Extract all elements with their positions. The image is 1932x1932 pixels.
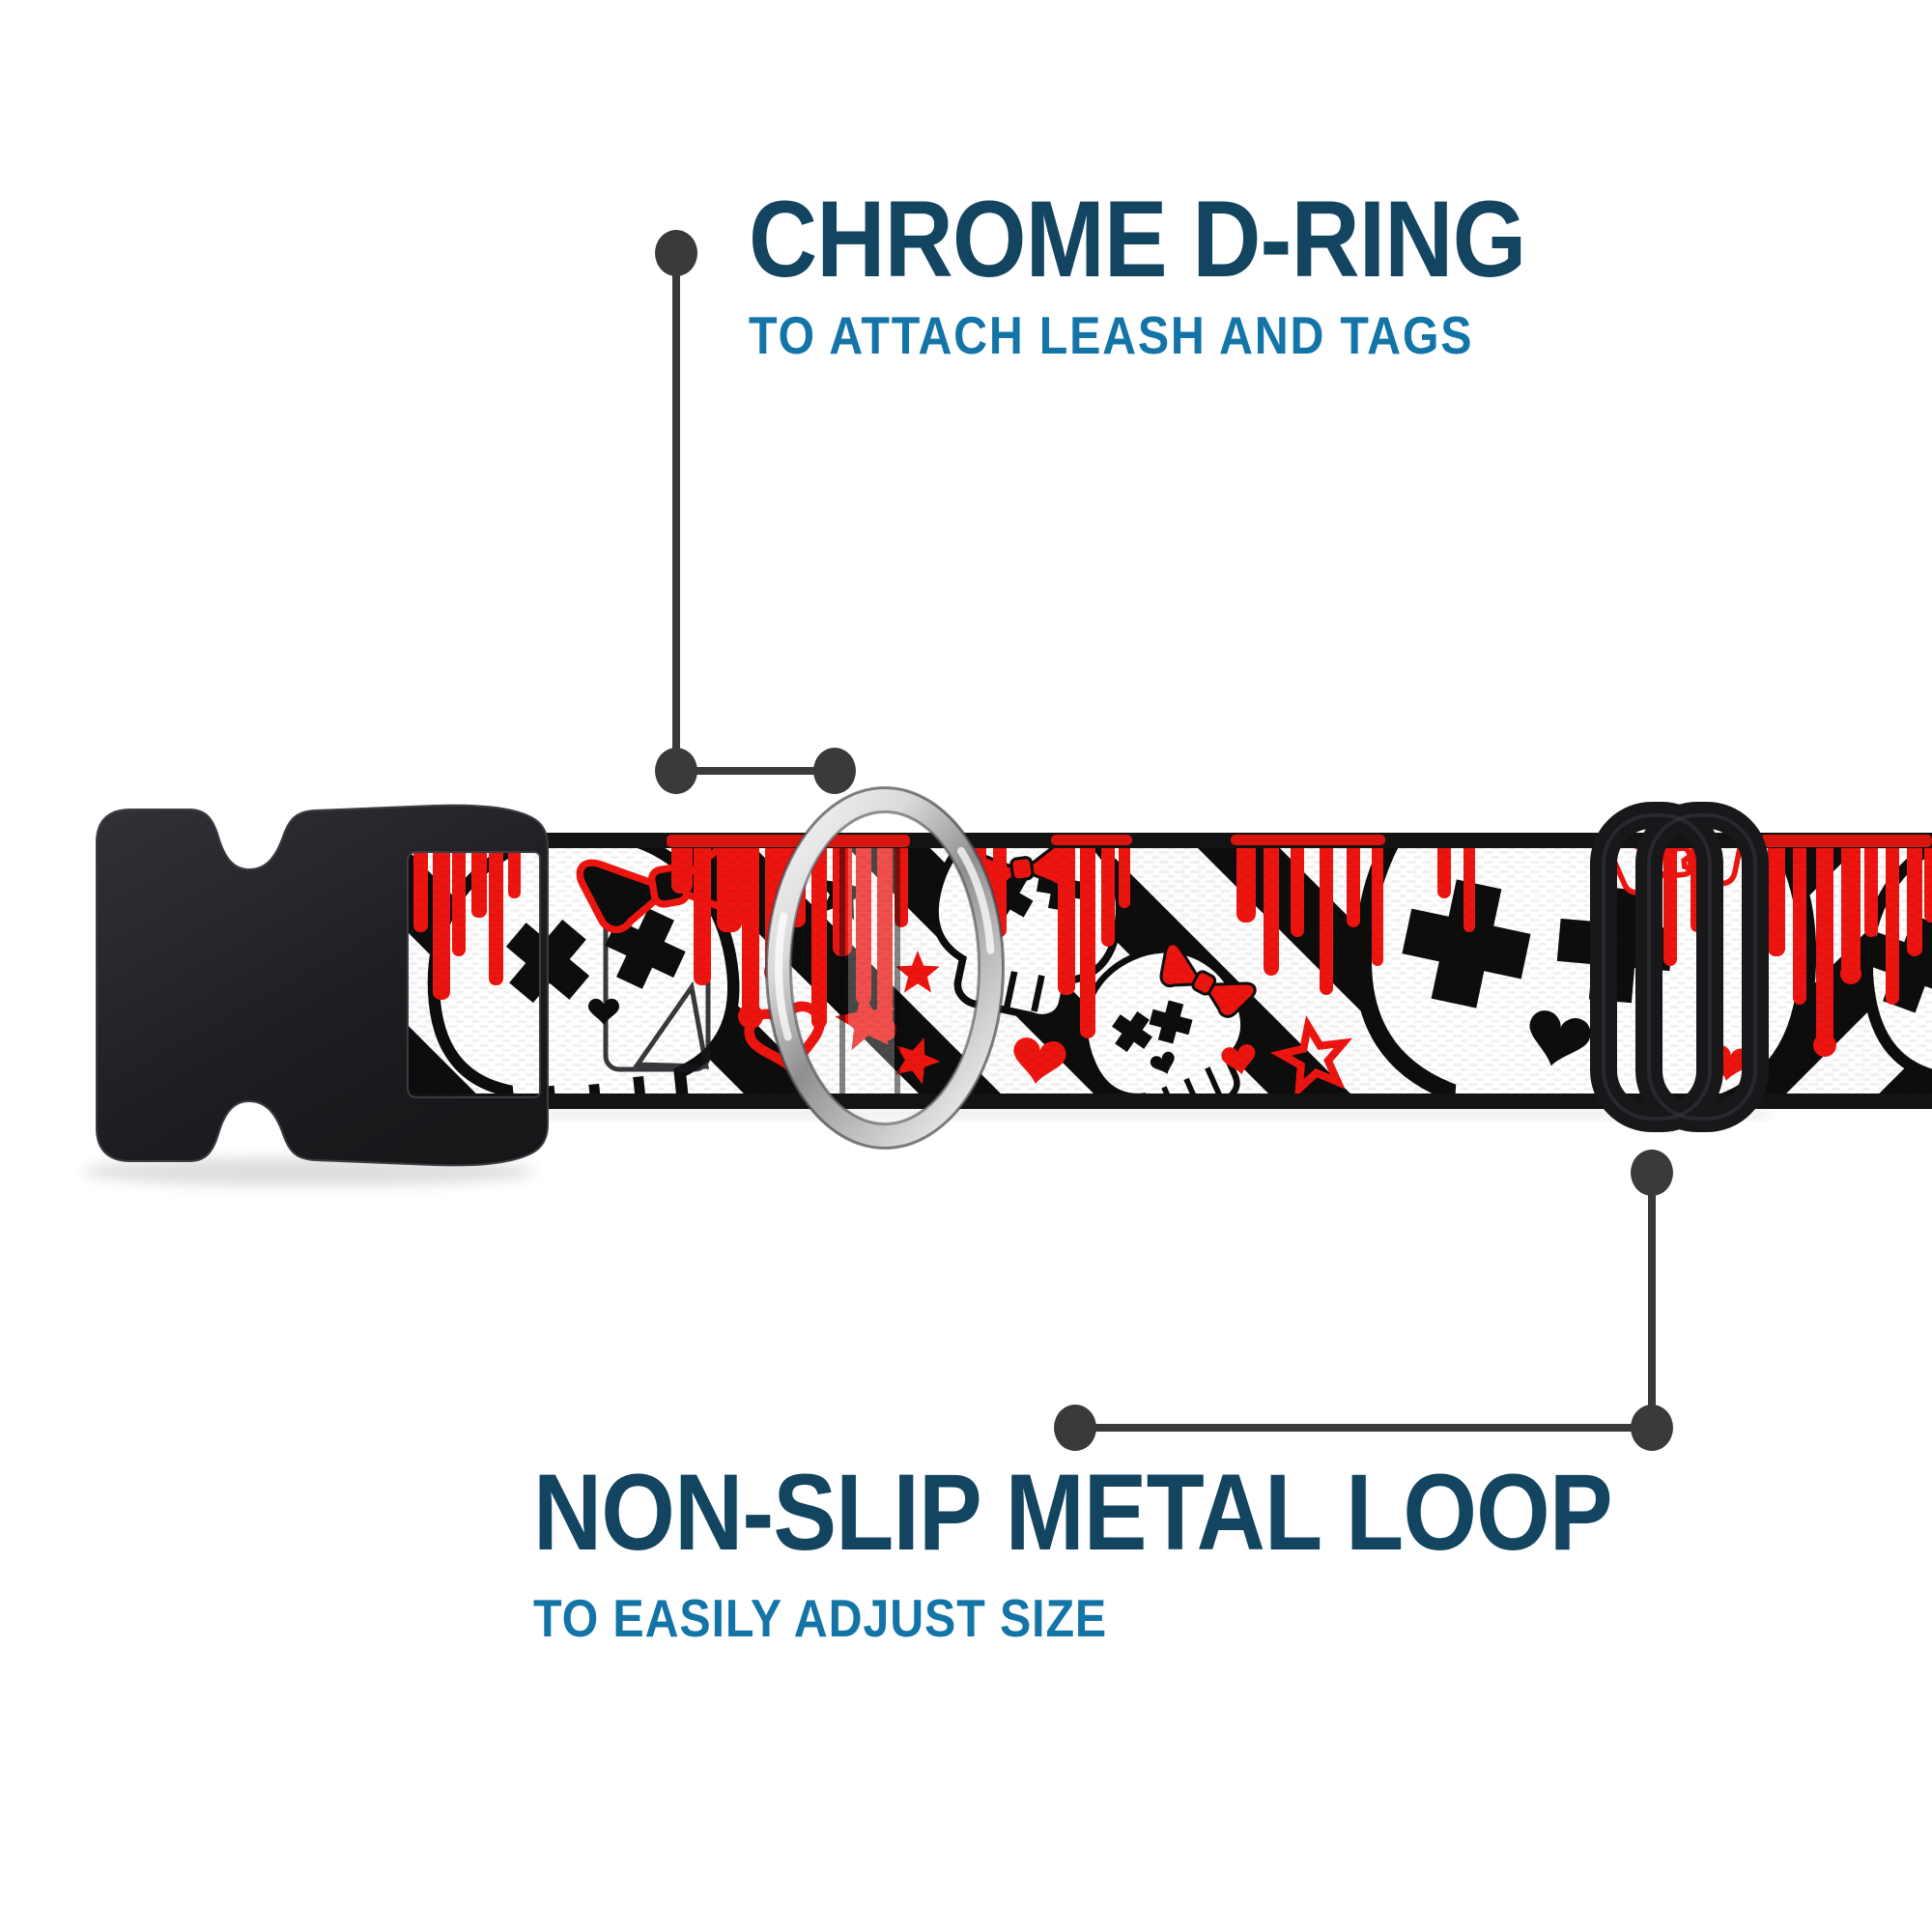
weave-texture	[386, 833, 1932, 1109]
metal-loop-callout-subtitle: TO EASILY ADJUST SIZE	[533, 1588, 1108, 1648]
callout-dot	[1054, 1405, 1096, 1451]
callout-dot	[1631, 1405, 1673, 1451]
chrome-d-ring	[765, 786, 1005, 1150]
d-ring-callout-title: CHROME D-RING	[749, 179, 1526, 299]
webbing-band	[386, 833, 1932, 1109]
callout-dot	[655, 230, 697, 276]
band-shadow	[541, 1109, 1768, 1118]
webbing-bottom-edge	[386, 1094, 1932, 1109]
callout-dot	[813, 748, 856, 794]
callout-dot	[1631, 1150, 1673, 1196]
metal-loop-slider	[1590, 802, 1769, 1132]
callout-lines	[655, 230, 1673, 1451]
metal-loop-callout-title: NON-SLIP METAL LOOP	[533, 1452, 1613, 1573]
buckle	[96, 804, 549, 1167]
callout-dot	[655, 748, 697, 794]
d-ring-callout-subtitle: TO ATTACH LEASH AND TAGS	[749, 305, 1474, 365]
